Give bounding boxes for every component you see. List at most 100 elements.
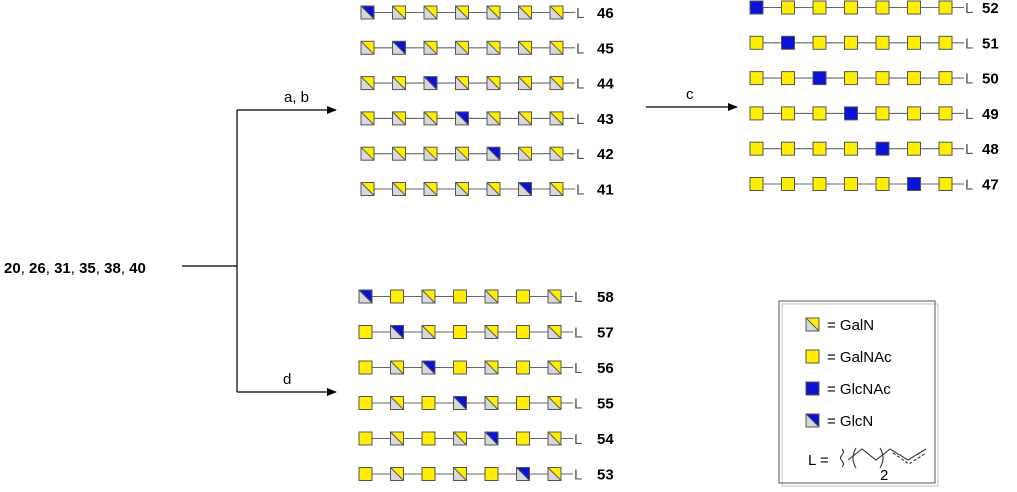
galnac-icon bbox=[938, 35, 953, 50]
glcnac-icon bbox=[781, 35, 795, 50]
galn-icon bbox=[549, 146, 564, 161]
compound-number-58: 58 bbox=[597, 289, 614, 306]
galnac-icon bbox=[749, 106, 764, 121]
starting-material-38: 38 bbox=[104, 260, 121, 277]
chain-row-44: L 44 bbox=[360, 76, 614, 93]
starting-material-40: 40 bbox=[129, 260, 146, 277]
galn-icon bbox=[547, 289, 562, 304]
compound-number-52: 52 bbox=[982, 0, 999, 17]
galn-icon bbox=[392, 76, 406, 91]
galn-icon bbox=[547, 467, 562, 481]
glcnac-icon bbox=[805, 381, 820, 396]
compound-number-48: 48 bbox=[982, 141, 999, 158]
galnac-icon bbox=[421, 431, 436, 446]
galn-icon bbox=[390, 396, 404, 410]
linker-label: L bbox=[576, 111, 584, 128]
legend-item-galn: = GalN bbox=[805, 317, 874, 334]
compound-number-44: 44 bbox=[597, 76, 614, 93]
separator: , bbox=[96, 260, 104, 277]
galnac-icon bbox=[938, 71, 953, 86]
glcn-icon bbox=[455, 111, 469, 126]
galn-icon bbox=[484, 360, 499, 375]
glcn-icon bbox=[360, 5, 375, 20]
galn-icon bbox=[518, 111, 532, 126]
galn-icon bbox=[392, 111, 406, 126]
galnac-icon bbox=[421, 467, 436, 481]
galn-icon bbox=[518, 5, 532, 20]
glcnac-icon bbox=[844, 106, 858, 121]
separator: , bbox=[71, 260, 79, 277]
galn-icon bbox=[547, 360, 562, 375]
galn-icon bbox=[360, 182, 375, 196]
galnac-icon bbox=[453, 360, 467, 375]
legend-items: = GalN= GalNAc= GlcNAc= GlcN bbox=[805, 317, 892, 430]
galnac-icon bbox=[844, 177, 858, 191]
separator: , bbox=[21, 260, 29, 277]
chain-row-41: L 41 bbox=[360, 182, 614, 199]
galnac-icon bbox=[749, 177, 764, 191]
glcn-icon bbox=[516, 467, 530, 481]
glcn-icon bbox=[453, 396, 467, 410]
galnac-icon bbox=[875, 0, 890, 15]
galn-icon bbox=[423, 146, 438, 161]
galnac-icon bbox=[358, 396, 373, 410]
linker-label: L bbox=[576, 182, 584, 199]
linker-label: L bbox=[965, 141, 973, 158]
galnac-icon bbox=[938, 106, 953, 121]
legend-item-label: = GlcNAc bbox=[827, 381, 891, 398]
glcn-icon bbox=[805, 413, 820, 428]
galnac-icon bbox=[781, 141, 795, 156]
compound-number-43: 43 bbox=[597, 111, 614, 128]
linker-label: L bbox=[576, 76, 584, 93]
galnac-icon bbox=[421, 396, 436, 410]
galnac-icon bbox=[781, 0, 795, 15]
galn-icon bbox=[549, 76, 564, 91]
linker-label: L bbox=[574, 396, 582, 413]
linker-label: L bbox=[965, 106, 973, 123]
galn-icon bbox=[547, 325, 562, 339]
galnac-icon bbox=[812, 177, 827, 191]
legend-item-glcn: = GlcN bbox=[805, 413, 873, 430]
galnac-icon bbox=[907, 71, 921, 86]
galn-icon bbox=[484, 396, 499, 410]
galnac-icon bbox=[907, 106, 921, 121]
galn-icon bbox=[423, 111, 438, 126]
reagent-bottom-label: d bbox=[283, 371, 291, 388]
glcn-icon bbox=[358, 289, 373, 304]
galn-icon bbox=[547, 396, 562, 410]
galnac-icon bbox=[938, 141, 953, 156]
separator: , bbox=[46, 260, 54, 277]
glcn-icon bbox=[518, 182, 532, 196]
galn-icon bbox=[390, 467, 404, 481]
galn-icon bbox=[486, 111, 501, 126]
galn-icon bbox=[518, 146, 532, 161]
galnac-icon bbox=[453, 325, 467, 339]
linker-label: L bbox=[574, 325, 582, 342]
galn-icon bbox=[486, 40, 501, 55]
galnac-icon bbox=[358, 325, 373, 339]
galnac-icon bbox=[358, 467, 373, 481]
galnac-icon bbox=[749, 35, 764, 50]
linker-label: L bbox=[576, 5, 584, 22]
compound-number-41: 41 bbox=[597, 182, 614, 199]
legend-item-label: = GalN bbox=[827, 317, 874, 334]
compound-number-42: 42 bbox=[597, 146, 614, 163]
galn-icon bbox=[455, 182, 469, 196]
galnac-icon bbox=[875, 71, 890, 86]
galn-icon bbox=[360, 76, 375, 91]
glcn-icon bbox=[390, 325, 404, 339]
glcn-icon bbox=[484, 431, 499, 446]
galnac-icon bbox=[749, 141, 764, 156]
galn-icon bbox=[549, 182, 564, 196]
galn-icon bbox=[423, 5, 438, 20]
linker-label: L bbox=[965, 35, 973, 52]
compound-number-53: 53 bbox=[597, 467, 614, 484]
